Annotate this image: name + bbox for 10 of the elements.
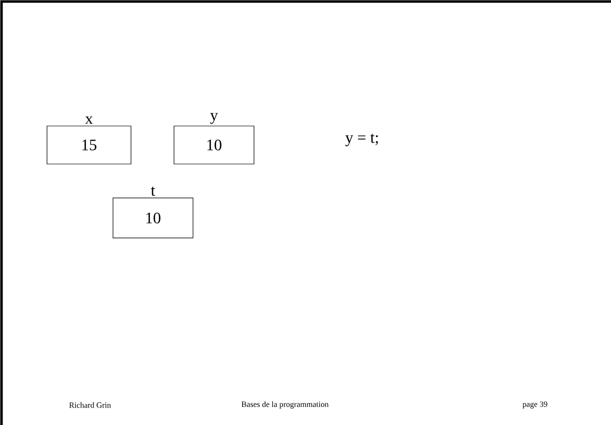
variable-name: x [85, 116, 93, 124]
variable-box: 10 [112, 198, 194, 238]
footer-text: Bases de la programmation [242, 401, 329, 409]
footer-text: page 39 [522, 401, 548, 408]
footer-text: Richard Grin [69, 402, 111, 408]
variable-name: y [210, 113, 218, 124]
variable-name: t [150, 186, 156, 196]
variable-box: 15 [46, 126, 132, 164]
variable-box: 10 [174, 126, 254, 164]
code-text: y = t; [345, 134, 378, 146]
